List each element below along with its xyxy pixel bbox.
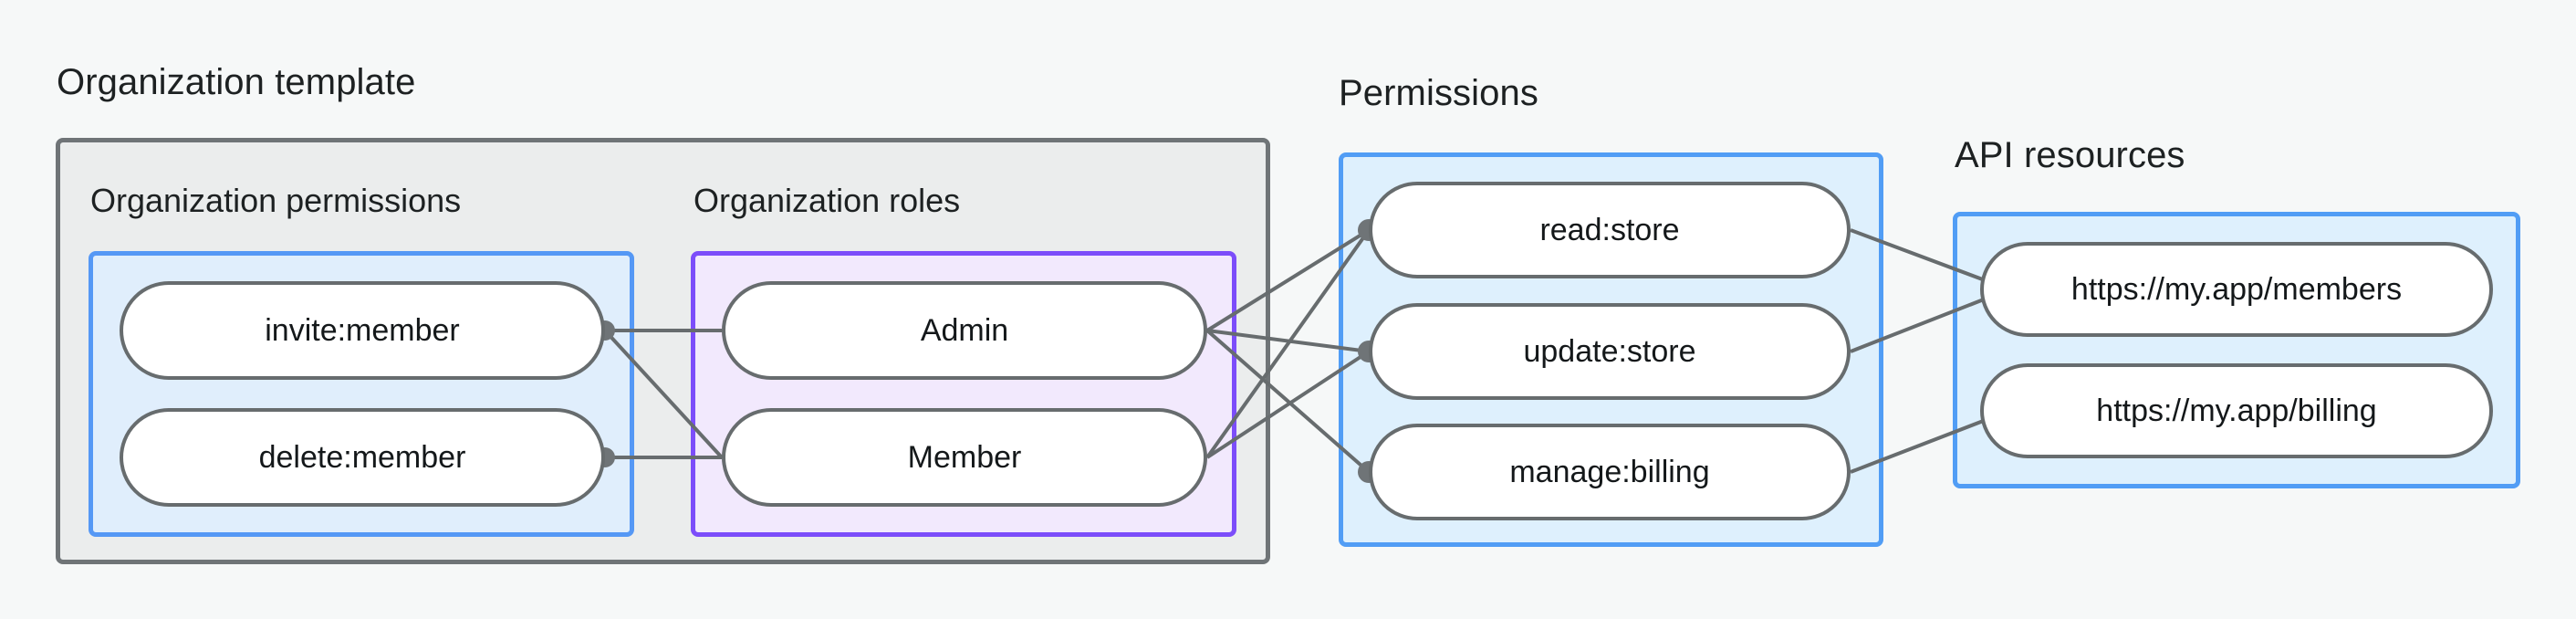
permissions-caption: Permissions (1339, 73, 1538, 113)
permission-node-update-store[interactable]: update:store (1369, 303, 1851, 400)
org-roles-caption: Organization roles (694, 182, 961, 219)
api-resource-node-members[interactable]: https://my.app/members (1980, 242, 2493, 337)
permission-node-read-store[interactable]: read:store (1369, 182, 1851, 278)
permission-node-invite-member[interactable]: invite:member (120, 281, 605, 380)
api-resources-caption: API resources (1955, 135, 2185, 175)
permission-node-manage-billing[interactable]: manage:billing (1369, 424, 1851, 520)
role-node-member[interactable]: Member (722, 408, 1207, 507)
org-permissions-caption: Organization permissions (90, 182, 462, 219)
role-node-admin[interactable]: Admin (722, 281, 1207, 380)
permission-node-delete-member[interactable]: delete:member (120, 408, 605, 507)
api-resource-node-billing[interactable]: https://my.app/billing (1980, 363, 2493, 458)
org-template-caption: Organization template (57, 62, 416, 102)
